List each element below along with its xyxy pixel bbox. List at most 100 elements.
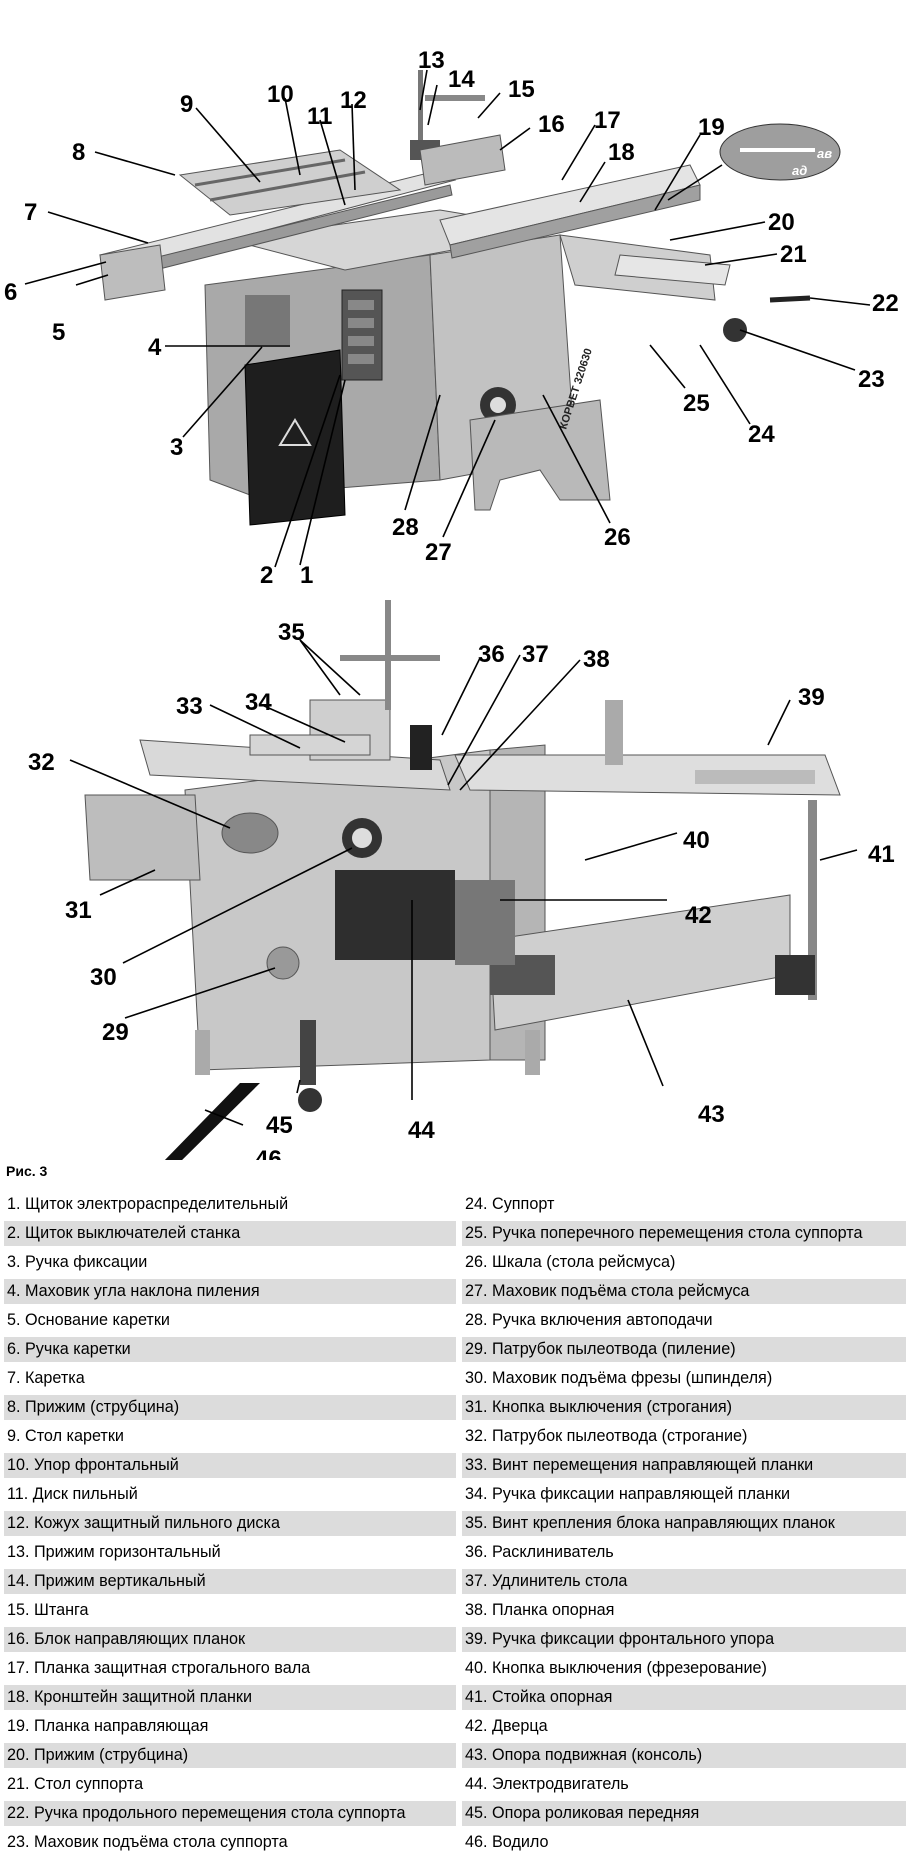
legend-item: 13. Прижим горизонтальный xyxy=(7,1543,221,1561)
callout-7: 7 xyxy=(24,199,37,226)
callout-32: 32 xyxy=(28,749,55,776)
legend-item: 9. Стол каретки xyxy=(7,1427,124,1445)
legend-item: 14. Прижим вертикальный xyxy=(4,1569,456,1594)
figure-caption: Рис. 3 xyxy=(6,1163,48,1179)
callout-29: 29 xyxy=(102,1019,129,1046)
callout-12: 12 xyxy=(340,87,367,114)
machine-figure: ав ад КОРВЕТ 320630 xyxy=(4,47,899,1160)
legend-item: 34. Ручка фиксации направляющей планки xyxy=(465,1485,791,1503)
legend-item: 11. Диск пильный xyxy=(7,1485,138,1503)
callout-43: 43 xyxy=(698,1101,725,1128)
legend-item: 18. Кронштейн защитной планки xyxy=(4,1685,456,1710)
callout-5: 5 xyxy=(52,319,65,346)
inset-label-ad: ад xyxy=(792,163,807,178)
legend-item: 19. Планка направляющая xyxy=(7,1717,209,1735)
callout-numbers: 1 2 3 4 5 6 7 8 9 10 11 12 13 14 15 16 1… xyxy=(4,47,899,1160)
legend-row: 22. Ручка продольного перемещения стола … xyxy=(0,1801,908,1830)
legend-item: 27. Маховик подъёма стола рейсмуса xyxy=(462,1279,906,1304)
legend-item: 35. Винт крепления блока направляющих пл… xyxy=(462,1511,906,1536)
callout-3: 3 xyxy=(170,434,183,461)
legend-row: 13. Прижим горизонтальный 36. Расклиниват… xyxy=(0,1540,908,1569)
callout-34: 34 xyxy=(245,689,272,716)
inset-label-av: ав xyxy=(817,146,832,161)
legend-row: 20. Прижим (струбцина)43. Опора подвижна… xyxy=(0,1743,908,1772)
callout-42: 42 xyxy=(685,902,712,929)
callout-20: 20 xyxy=(768,209,795,236)
callout-14: 14 xyxy=(448,66,475,93)
legend-item: 10. Упор фронтальный xyxy=(4,1453,456,1478)
legend-item: 30. Маховик подъёма фрезы (шпинделя) xyxy=(465,1369,773,1387)
callout-23: 23 xyxy=(858,366,885,393)
legend-item: 17. Планка защитная строгального вала xyxy=(7,1659,311,1677)
legend-item: 15. Штанга xyxy=(7,1601,89,1619)
parts-legend: 1. Щиток электрораспределительный 24. Суп… xyxy=(0,1192,908,1859)
callout-25: 25 xyxy=(683,390,710,417)
callout-4: 4 xyxy=(148,334,162,361)
legend-item: 23. Маховик подъёма стола суппорта xyxy=(7,1833,288,1851)
legend-item: 37. Удлинитель стола xyxy=(462,1569,906,1594)
callout-1: 1 xyxy=(300,562,313,589)
machine-bottom-view xyxy=(84,600,841,1160)
legend-item: 36. Расклиниватель xyxy=(465,1543,614,1561)
callout-30: 30 xyxy=(90,964,117,991)
callout-36: 36 xyxy=(478,641,505,668)
legend-item: 1. Щиток электрораспределительный xyxy=(7,1195,289,1213)
machine-top-view: ав ад КОРВЕТ 320630 xyxy=(99,70,841,526)
callout-13: 13 xyxy=(418,47,445,74)
legend-row: 23. Маховик подъёма стола суппорта 46. Во… xyxy=(0,1830,908,1859)
callout-40: 40 xyxy=(683,827,710,854)
callout-2: 2 xyxy=(260,562,273,589)
callout-22: 22 xyxy=(872,290,899,317)
callout-38: 38 xyxy=(583,646,610,673)
legend-item: 45. Опора роликовая передняя xyxy=(462,1801,906,1826)
legend-item: 39. Ручка фиксации фронтального упора xyxy=(462,1627,906,1652)
callout-33: 33 xyxy=(176,693,203,720)
callout-17: 17 xyxy=(594,107,621,134)
legend-item: 4. Маховик угла наклона пиления xyxy=(4,1279,456,1304)
callout-46: 46 xyxy=(255,1146,282,1160)
callout-35: 35 xyxy=(278,619,305,646)
legend-item: 31. Кнопка выключения (строгания) xyxy=(462,1395,906,1420)
legend-item: 43. Опора подвижная (консоль) xyxy=(462,1743,906,1768)
legend-item: 40. Кнопка выключения (фрезерование) xyxy=(465,1659,767,1677)
legend-item: 2. Щиток выключателей станка xyxy=(4,1221,456,1246)
callout-37: 37 xyxy=(522,641,549,668)
legend-item: 3. Ручка фиксации xyxy=(7,1253,148,1271)
legend-item: 38. Планка опорная xyxy=(465,1601,615,1619)
callout-45: 45 xyxy=(266,1112,293,1139)
callout-10: 10 xyxy=(267,81,294,108)
machine-illustration: ав ад КОРВЕТ 320630 xyxy=(4,47,899,1160)
legend-row: 1. Щиток электрораспределительный 24. Суп… xyxy=(0,1192,908,1221)
legend-item: 33. Винт перемещения направляющей планки xyxy=(462,1453,906,1478)
callout-41: 41 xyxy=(868,841,895,868)
legend-item: 6. Ручка каретки xyxy=(4,1337,456,1362)
callout-31: 31 xyxy=(65,897,92,924)
leader-lines xyxy=(24,69,871,1126)
callout-39: 39 xyxy=(798,684,825,711)
legend-item: 46. Водило xyxy=(465,1833,549,1851)
callout-9: 9 xyxy=(180,91,193,118)
callout-18: 18 xyxy=(608,139,635,166)
legend-row: 15. Штанга 38. Планка опорная xyxy=(0,1598,908,1627)
legend-item: 29. Патрубок пылеотвода (пиление) xyxy=(462,1337,906,1362)
legend-item: 24. Суппорт xyxy=(465,1195,555,1213)
callout-26: 26 xyxy=(604,524,631,551)
callout-8: 8 xyxy=(72,139,85,166)
legend-item: 5. Основание каретки xyxy=(7,1311,170,1329)
callout-11: 11 xyxy=(307,103,332,130)
callout-15: 15 xyxy=(508,76,535,103)
legend-item: 20. Прижим (струбцина) xyxy=(4,1743,456,1768)
